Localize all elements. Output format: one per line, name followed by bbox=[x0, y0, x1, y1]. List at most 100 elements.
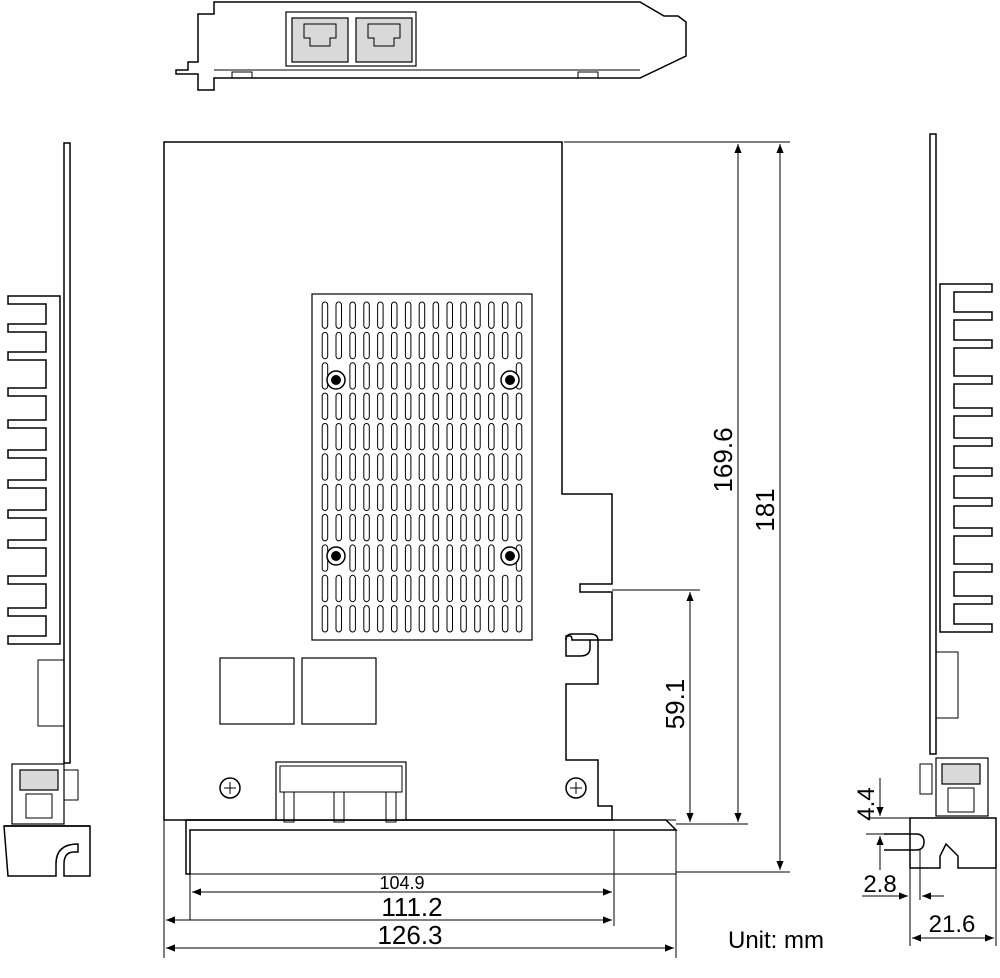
heatsink-slot bbox=[446, 423, 453, 451]
right-view-pcb bbox=[929, 133, 937, 755]
heatsink-slot bbox=[501, 483, 509, 512]
heatsink-slot bbox=[391, 392, 398, 421]
right-view-led bbox=[919, 763, 933, 795]
heatsink-slot bbox=[363, 392, 370, 421]
heatsink-slot bbox=[391, 544, 398, 572]
heatsink-slot bbox=[446, 392, 453, 421]
heatsink-slot bbox=[474, 392, 481, 421]
heatsink-slot bbox=[446, 301, 453, 329]
heatsink-slot bbox=[432, 392, 440, 421]
heatsink-slot bbox=[446, 362, 453, 390]
heatsink-slot bbox=[377, 362, 384, 390]
front-view-bracket-body bbox=[189, 829, 677, 875]
heatsink-slot bbox=[501, 514, 509, 542]
heatsink-slot bbox=[446, 453, 453, 481]
heatsink-slot bbox=[418, 605, 426, 633]
heatsink-slot bbox=[321, 605, 329, 633]
top-view-rj45-jack-2 bbox=[367, 23, 401, 47]
heatsink-slot bbox=[432, 301, 440, 329]
heatsink-slot bbox=[488, 605, 495, 633]
heatsink-slot bbox=[349, 453, 356, 481]
chip-1 bbox=[219, 657, 295, 725]
heatsink-slot bbox=[377, 544, 384, 572]
right-view-heatsink-fins bbox=[939, 283, 993, 633]
heatsink-slot bbox=[432, 574, 440, 603]
heatsink-slot bbox=[321, 423, 329, 451]
heatsink-screw-head bbox=[505, 551, 515, 561]
heatsink-slot bbox=[404, 301, 412, 329]
heatsink-slot bbox=[501, 574, 509, 603]
heatsink-slot bbox=[335, 453, 342, 481]
top-view-standoff-1 bbox=[231, 71, 253, 79]
heatsink-slot bbox=[321, 392, 329, 421]
heatsink-slot bbox=[488, 392, 495, 421]
heatsink-slot bbox=[349, 423, 356, 451]
screw-bottom-right bbox=[565, 777, 587, 799]
heatsink-slot bbox=[460, 301, 467, 329]
dimension-labels: 169.6 181 59.1 104.9 111.2 126.3 4.4 2.8… bbox=[377, 427, 975, 954]
label-111-2: 111.2 bbox=[381, 892, 442, 922]
heatsink-slot bbox=[460, 423, 467, 451]
heatsink-slot bbox=[515, 483, 523, 512]
heatsink-slot bbox=[404, 483, 412, 512]
heatsink-slot bbox=[349, 331, 356, 360]
heatsink-slot bbox=[515, 392, 523, 421]
heatsink-slot bbox=[391, 301, 398, 329]
heatsink-slot bbox=[418, 423, 426, 451]
heatsink-slot bbox=[515, 301, 523, 329]
heatsink-slot bbox=[432, 514, 440, 542]
screw-bottom-right-cross bbox=[570, 782, 582, 794]
heatsink-slot bbox=[391, 331, 398, 360]
heatsink-slot bbox=[377, 301, 384, 329]
heatsink-slot bbox=[335, 514, 342, 542]
heatsink-slot bbox=[432, 544, 440, 572]
heatsink-slot bbox=[501, 331, 509, 360]
heatsink-slot bbox=[488, 331, 495, 360]
right-view-bracket bbox=[909, 817, 997, 869]
heatsink-slot bbox=[501, 605, 509, 633]
front-view bbox=[163, 141, 678, 875]
heatsink-slot bbox=[446, 605, 453, 633]
heatsink-slot bbox=[391, 605, 398, 633]
chip-2 bbox=[301, 657, 377, 725]
heatsink-slot bbox=[501, 453, 509, 481]
heatsink-slot bbox=[432, 423, 440, 451]
heatsink-slot bbox=[488, 301, 495, 329]
heatsink-slot bbox=[321, 453, 329, 481]
heatsink-slot bbox=[335, 392, 342, 421]
heatsink-slot bbox=[474, 423, 481, 451]
heatsink-slot bbox=[515, 574, 523, 603]
heatsink-slot bbox=[432, 483, 440, 512]
heatsink-slot bbox=[488, 574, 495, 603]
heatsink-screw-head bbox=[331, 551, 341, 561]
front-view-notch-1 bbox=[565, 633, 599, 641]
heatsink-slot bbox=[460, 574, 467, 603]
heatsink-slot bbox=[432, 605, 440, 633]
heatsink-slot bbox=[432, 331, 440, 360]
heatsink-slot bbox=[391, 483, 398, 512]
heatsink-slot bbox=[488, 544, 495, 572]
heatsink-slot bbox=[377, 453, 384, 481]
heatsink-slot bbox=[418, 483, 426, 512]
label-21-6: 21.6 bbox=[929, 911, 976, 938]
heatsink-slot bbox=[404, 544, 412, 572]
heatsink-slot bbox=[349, 483, 356, 512]
heatsink-slot bbox=[404, 453, 412, 481]
heatsink-slot bbox=[349, 514, 356, 542]
front-view-bracket bbox=[185, 819, 678, 875]
heatsink-slot bbox=[404, 574, 412, 603]
heatsink-slot bbox=[474, 574, 481, 603]
heatsink-slot bbox=[363, 544, 370, 572]
heatsink-slot bbox=[418, 574, 426, 603]
heatsink-slot bbox=[488, 453, 495, 481]
heatsink-slot bbox=[432, 453, 440, 481]
heatsink-slot bbox=[515, 453, 523, 481]
heatsink-slot bbox=[418, 331, 426, 360]
heatsink-slot bbox=[404, 514, 412, 542]
screw-bottom-left bbox=[219, 777, 241, 799]
heatsink-slot bbox=[349, 574, 356, 603]
heatsink-slot bbox=[418, 392, 426, 421]
left-view-rj45-jack bbox=[25, 793, 53, 819]
top-view bbox=[175, 1, 687, 91]
